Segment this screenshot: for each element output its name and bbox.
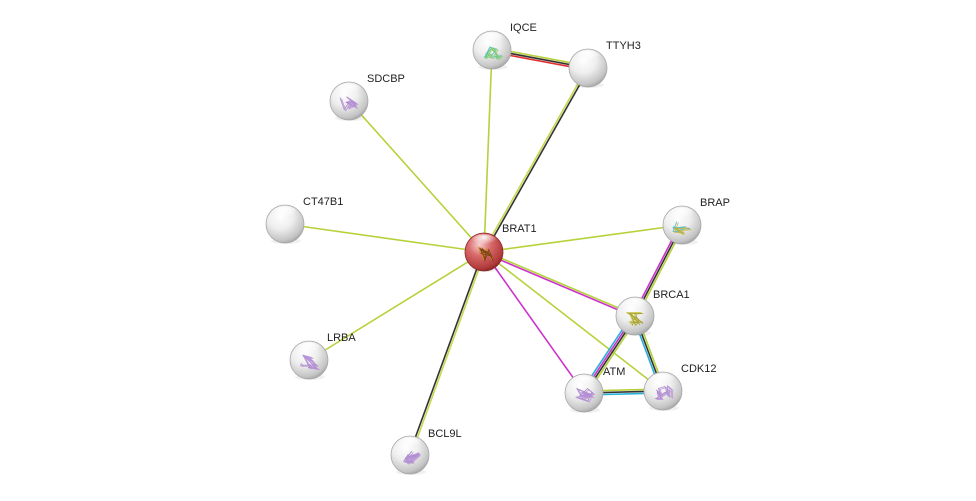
node-bcl9l[interactable]: BCL9L [390,428,462,475]
edge-evidence-line [483,250,637,316]
protein-structure-icon [671,221,692,236]
node-label: CT47B1 [303,196,343,208]
edge-evidence-line [483,224,683,253]
node-brca1[interactable]: BRCA1 [615,289,690,336]
edge-evidence-line [410,251,486,457]
edge-brat1-brap[interactable] [483,224,683,253]
protein-structure-icon [339,96,359,112]
node-highlight [470,234,498,249]
node-label: TTYH3 [606,40,641,52]
edge-brat1-brca1[interactable] [482,250,637,318]
edge-evidence-line [483,251,664,392]
node-highlight [649,373,677,388]
node-highlight [396,437,424,452]
protein-structure-icon [654,384,674,401]
node-label: BRAP [700,197,730,209]
node-highlight [668,207,696,222]
edge-brat1-ct47b1[interactable] [284,223,485,253]
edge-evidence-line [483,251,585,394]
node-highlight [271,206,299,221]
node-label: SDCBP [367,73,405,85]
edge-evidence-line [348,100,485,253]
node-highlight [295,342,323,357]
node-label: IQCE [510,22,537,34]
protein-structure-icon [477,246,494,262]
edge-brat1-sdcbp[interactable] [348,100,485,253]
node-highlight [335,83,363,98]
node-cdk12[interactable]: CDK12 [643,363,716,411]
node-ttyh3[interactable]: TTYH3 [568,40,641,88]
node-label: ATM [603,366,625,378]
node-iqce[interactable]: IQCE [472,22,537,70]
node-highlight [478,32,506,47]
node-label: BRCA1 [653,289,690,301]
node-label: LRBA [327,332,356,344]
edge-evidence-line [482,66,588,253]
edge-evidence-line [483,49,493,253]
edge-brat1-atm[interactable] [483,251,585,394]
node-brat1[interactable]: BRAT1 [464,223,537,272]
protein-structure-icon [483,46,504,61]
edge-evidence-line [408,250,484,456]
protein-structure-icon [402,450,422,465]
edge-brat1-iqce[interactable] [483,49,493,253]
edge-brat1-lrba[interactable] [308,251,485,361]
node-ct47b1[interactable]: CT47B1 [265,196,343,244]
edge-evidence-line [482,252,636,318]
node-lrba[interactable]: LRBA [289,332,356,380]
node-highlight [574,50,602,65]
node-brap[interactable]: BRAP [662,197,730,245]
node-sdcbp[interactable]: SDCBP [329,73,405,121]
edge-brat1-ttyh3[interactable] [482,66,590,254]
node-highlight [621,298,649,313]
edge-brat1-bcl9l[interactable] [408,250,486,457]
node-label: CDK12 [681,363,716,375]
edge-evidence-line [308,251,485,361]
node-atm[interactable]: ATM [564,366,625,413]
protein-structure-icon [626,311,644,327]
protein-structure-icon [574,387,596,403]
edge-evidence-line [284,223,485,253]
node-highlight [570,375,598,390]
node-label: BRAT1 [502,223,537,235]
edge-evidence-line [484,67,590,254]
edge-brat1-cdk12[interactable] [483,251,664,392]
node-label: BCL9L [428,428,462,440]
